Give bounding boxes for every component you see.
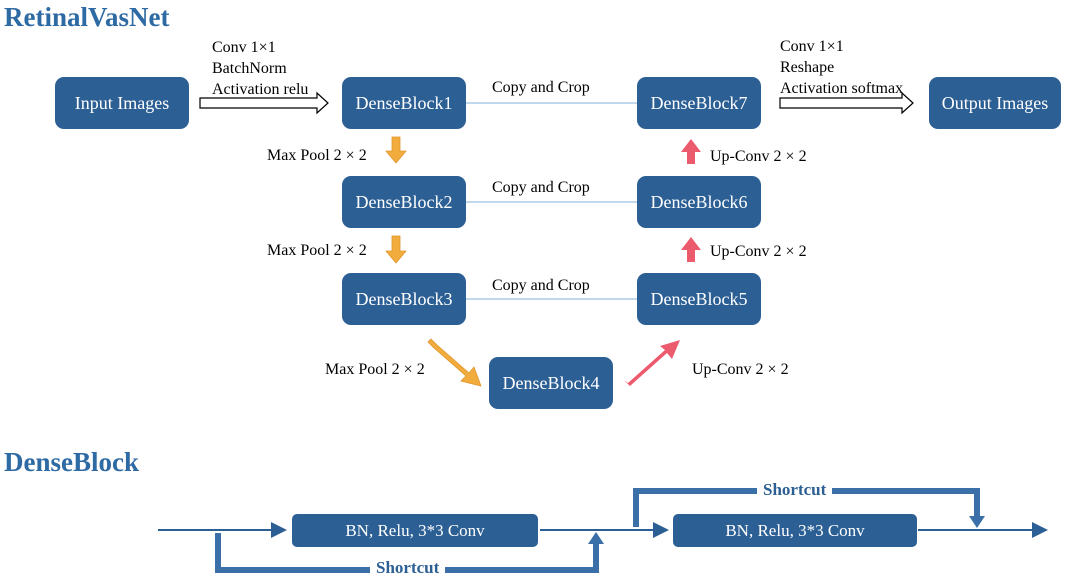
hollow-arrow-in bbox=[199, 91, 329, 115]
dense-layer-box-1: BN, Relu, 3*3 Conv bbox=[292, 514, 538, 547]
input-ops-label: Conv 1×1 BatchNorm Activation relu bbox=[212, 37, 308, 100]
output-op-reshape: Reshape bbox=[780, 59, 835, 76]
input-images-box: Input Images bbox=[55, 77, 189, 129]
output-op-conv: Conv 1×1 bbox=[780, 38, 844, 55]
copy-crop-label-3: Copy and Crop bbox=[492, 277, 590, 294]
maxpool-label-2: Max Pool 2 × 2 bbox=[267, 242, 367, 259]
copy-crop-label-1: Copy and Crop bbox=[492, 79, 590, 96]
maxpool-arrow-3 bbox=[427, 338, 482, 387]
maxpool-label-1: Max Pool 2 × 2 bbox=[267, 147, 367, 164]
denseblock1-box: DenseBlock1 bbox=[342, 77, 466, 129]
shortcut-label-top: Shortcut bbox=[757, 480, 833, 500]
upconv-arrow-3 bbox=[624, 340, 680, 386]
denseblock-title: DenseBlock bbox=[4, 447, 139, 477]
denseblock6-box: DenseBlock6 bbox=[637, 176, 761, 228]
main-title: RetinalVasNet bbox=[4, 2, 170, 32]
denseblock7-box: DenseBlock7 bbox=[637, 77, 761, 129]
output-images-box: Output Images bbox=[929, 77, 1061, 129]
upconv-arrow-1 bbox=[681, 139, 701, 164]
denseblock4-box: DenseBlock4 bbox=[489, 357, 613, 409]
denseblock3-box: DenseBlock3 bbox=[342, 273, 466, 325]
input-op-batchnorm: BatchNorm bbox=[212, 60, 287, 77]
shortcut-label-bottom: Shortcut bbox=[370, 558, 446, 578]
shortcut-arrowhead-bottom bbox=[588, 532, 604, 544]
maxpool-arrow-1 bbox=[385, 136, 407, 164]
dense-layer-box-2: BN, Relu, 3*3 Conv bbox=[673, 514, 917, 547]
output-ops-label: Conv 1×1 Reshape Activation softmax bbox=[780, 36, 903, 99]
denseblock5-box: DenseBlock5 bbox=[637, 273, 761, 325]
hollow-arrow-out bbox=[779, 91, 914, 115]
copy-crop-label-2: Copy and Crop bbox=[492, 179, 590, 196]
upconv-arrow-2 bbox=[681, 237, 701, 262]
upconv-label-3: Up-Conv 2 × 2 bbox=[692, 361, 789, 378]
input-op-conv: Conv 1×1 bbox=[212, 39, 276, 56]
output-op-activation: Activation softmax bbox=[780, 80, 904, 97]
upconv-label-2: Up-Conv 2 × 2 bbox=[710, 243, 807, 260]
denseblock2-box: DenseBlock2 bbox=[342, 176, 466, 228]
maxpool-arrow-2 bbox=[385, 235, 407, 264]
shortcut-arrowhead-top bbox=[969, 516, 985, 528]
input-op-activation: Activation relu bbox=[212, 81, 309, 98]
upconv-label-1: Up-Conv 2 × 2 bbox=[710, 148, 807, 165]
maxpool-label-3: Max Pool 2 × 2 bbox=[325, 361, 425, 378]
